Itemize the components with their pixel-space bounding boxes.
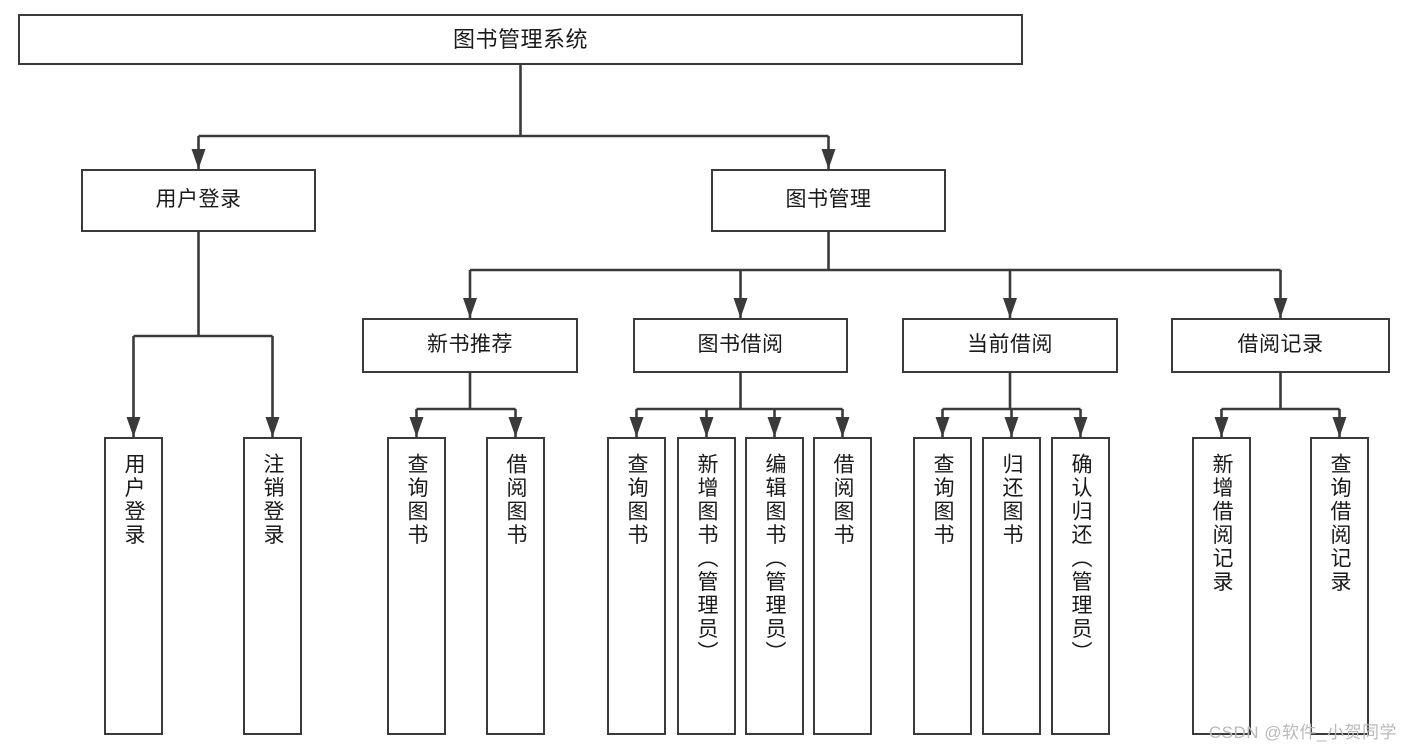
arrowhead-icon xyxy=(767,417,782,437)
arrowhead-icon xyxy=(409,417,424,437)
arrowhead-icon xyxy=(463,298,477,318)
node-leaf-bo-add[interactable]: 新增图书（管理员） xyxy=(677,437,736,735)
arrowhead-icon xyxy=(1003,298,1017,318)
arrowhead-icon xyxy=(1332,417,1347,437)
arrowhead-icon xyxy=(508,417,523,437)
node-leaf-nb-borrow[interactable]: 借阅图书 xyxy=(486,437,545,735)
node-leaf-bo-query[interactable]: 查询图书 xyxy=(607,437,666,735)
node-records[interactable]: 借阅记录 xyxy=(1171,318,1390,373)
node-label: 查询图书 xyxy=(931,453,954,547)
node-current[interactable]: 当前借阅 xyxy=(902,318,1118,373)
node-label: 编辑图书（管理员） xyxy=(763,453,786,665)
node-root[interactable]: 图书管理系统 xyxy=(18,14,1023,65)
node-label: 用户登录 xyxy=(122,453,145,547)
node-leaf-logout[interactable]: 注销登录 xyxy=(243,437,302,735)
node-label: 借阅记录 xyxy=(1237,333,1324,357)
node-bookmgmt[interactable]: 图书管理 xyxy=(711,169,946,232)
node-label: 查询图书 xyxy=(625,453,648,547)
arrowhead-icon xyxy=(1214,417,1229,437)
node-label: 新增借阅记录 xyxy=(1210,453,1233,594)
arrowhead-icon xyxy=(265,417,280,437)
node-newbook[interactable]: 新书推荐 xyxy=(362,318,578,373)
arrowhead-icon xyxy=(629,417,644,437)
node-label: 图书借阅 xyxy=(697,333,784,357)
arrowhead-icon xyxy=(191,149,206,169)
node-label: 查询借阅记录 xyxy=(1328,453,1351,594)
arrowhead-icon xyxy=(126,417,141,437)
arrowhead-icon xyxy=(1273,298,1288,318)
node-label: 归还图书 xyxy=(1000,453,1023,547)
node-leaf-re-add[interactable]: 新增借阅记录 xyxy=(1192,437,1251,735)
node-leaf-cu-confirm[interactable]: 确认归还（管理员） xyxy=(1051,437,1110,735)
node-label: 图书管理系统 xyxy=(452,26,588,52)
node-leaf-cu-return[interactable]: 归还图书 xyxy=(982,437,1041,735)
node-label: 新增图书（管理员） xyxy=(695,453,718,665)
node-label: 注销登录 xyxy=(261,453,284,547)
node-leaf-cu-query[interactable]: 查询图书 xyxy=(913,437,972,735)
node-label: 查询图书 xyxy=(405,453,428,547)
arrowhead-icon xyxy=(821,149,836,169)
node-leaf-login[interactable]: 用户登录 xyxy=(104,437,163,735)
arrowhead-icon xyxy=(1004,417,1019,437)
node-leaf-nb-query[interactable]: 查询图书 xyxy=(387,437,446,735)
node-leaf-re-query[interactable]: 查询借阅记录 xyxy=(1310,437,1369,735)
node-leaf-bo-lend[interactable]: 借阅图书 xyxy=(813,437,872,735)
node-label: 新书推荐 xyxy=(427,333,513,357)
node-label: 当前借阅 xyxy=(967,333,1053,357)
arrowhead-icon xyxy=(935,417,950,437)
node-label: 图书管理 xyxy=(785,188,872,212)
node-leaf-bo-edit[interactable]: 编辑图书（管理员） xyxy=(745,437,804,735)
node-login[interactable]: 用户登录 xyxy=(81,169,316,232)
node-label: 用户登录 xyxy=(155,188,242,212)
arrowhead-icon xyxy=(699,417,714,437)
node-label: 借阅图书 xyxy=(831,453,854,547)
node-label: 借阅图书 xyxy=(504,453,527,547)
node-label: 确认归还（管理员） xyxy=(1069,453,1092,665)
arrowhead-icon xyxy=(733,298,748,318)
arrowhead-icon xyxy=(1073,417,1088,437)
node-borrow[interactable]: 图书借阅 xyxy=(633,318,848,373)
arrowhead-icon xyxy=(835,417,850,437)
